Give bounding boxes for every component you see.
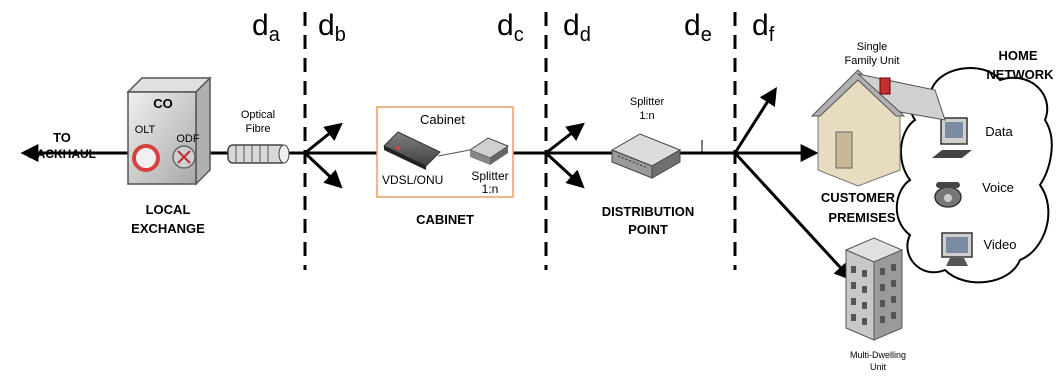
branch-b-down — [303, 151, 343, 189]
exchange-label-line2: EXCHANGE — [131, 221, 205, 236]
exchange-label-line1: LOCAL — [146, 202, 191, 217]
boundary-label-e: de — [684, 9, 712, 46]
cabinet-splitter-label-1: Splitter — [471, 169, 508, 183]
vdsl-onu-label: VDSL/ONU — [382, 173, 443, 187]
mdu-arrow — [733, 151, 853, 281]
data-pc-icon — [932, 117, 972, 158]
home-network-cloud — [895, 67, 1053, 284]
cabinet-splitter-icon — [468, 137, 510, 165]
trunk-lines — [20, 86, 853, 281]
branch-d-up — [545, 122, 585, 155]
backhaul-label-line1: TO — [53, 130, 71, 145]
sfu-label-line1: Single — [857, 41, 888, 53]
boundary-label-f: df — [752, 9, 775, 46]
boundary-labels: da db dc dd de df — [252, 9, 775, 46]
fibre-label-line1: Optical — [241, 109, 275, 121]
vdsl-onu-icon — [383, 131, 441, 170]
single-family-house-icon — [810, 69, 946, 187]
sfu-label-line2: Family Unit — [844, 55, 899, 67]
cabinet-splitter-label-2: 1:n — [482, 182, 499, 196]
olt-ring-icon — [132, 144, 160, 172]
dp-splitter-label-1: Splitter — [630, 96, 665, 108]
video-tv-icon — [941, 232, 973, 266]
multi-dwelling-building-icon — [844, 237, 904, 341]
odf-label: ODF — [176, 133, 200, 145]
distribution-splitter-icon — [610, 133, 682, 179]
local-exchange-icon: CO OLT ODF — [126, 76, 212, 186]
distribution-label-line1: DISTRIBUTION — [602, 204, 694, 219]
data-label: Data — [985, 124, 1013, 139]
branch-b-up — [304, 122, 343, 155]
fibre-label-line2: Fibre — [245, 123, 270, 135]
branch-d-down — [544, 151, 585, 189]
boundary-label-a: da — [252, 9, 281, 46]
optical-fibre-icon — [227, 144, 290, 164]
customer-label-line1: CUSTOMER — [821, 190, 896, 205]
distribution-label-line2: POINT — [628, 222, 668, 237]
boundary-label-b: db — [318, 9, 346, 46]
customer-label-line2: PREMISES — [828, 210, 896, 225]
home-network-label-line1: HOME — [999, 48, 1038, 63]
cabinet-box: Cabinet VDSL/ONU Splitter 1:n — [376, 106, 514, 198]
home-network-label-line2: NETWORK — [986, 67, 1054, 82]
boundary-label-c: dc — [497, 9, 524, 46]
dp-splitter-label-2: 1:n — [639, 110, 654, 122]
mdu-label-line1: Multi-Dwelling — [850, 350, 906, 360]
cabinet-box-title: Cabinet — [420, 112, 465, 127]
olt-label: OLT — [135, 124, 156, 136]
co-label: CO — [153, 96, 173, 111]
video-label: Video — [983, 237, 1016, 252]
voice-label: Voice — [982, 180, 1014, 195]
voice-phone-icon — [934, 182, 962, 208]
cabinet-label: CABINET — [416, 212, 474, 227]
mdu-label-line2: Unit — [870, 362, 887, 372]
branch-f-up — [733, 86, 777, 154]
backhaul-label-line2: BACKHAUL — [28, 147, 96, 161]
boundary-lines — [303, 12, 737, 270]
boundary-label-d: dd — [563, 9, 591, 46]
